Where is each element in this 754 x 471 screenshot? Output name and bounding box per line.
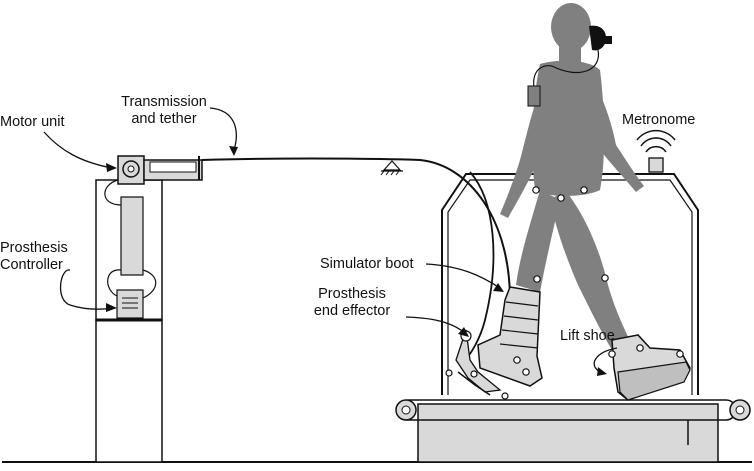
treadmill — [395, 399, 751, 463]
controller-box — [116, 289, 144, 319]
label-end-effector-line1: Prosthesis — [318, 286, 386, 302]
treadmill-base — [417, 403, 719, 463]
respiratory-mask — [527, 25, 612, 107]
gas-analyzer-pack — [527, 85, 541, 107]
label-motor-unit: Motor unit — [0, 114, 65, 130]
label-lift-shoe: Lift shoe — [560, 328, 615, 344]
label-metronome: Metronome — [622, 112, 696, 128]
stand-lower-cabinet — [95, 319, 163, 463]
label-prosthesis-controller: Prosthesis Controller — [0, 240, 68, 274]
mocap-markers — [513, 186, 684, 376]
label-end-effector: Prosthesis end effector — [290, 286, 414, 320]
head — [551, 3, 591, 51]
tether-branch — [464, 171, 495, 361]
label-transmission: Transmission and tether — [104, 94, 224, 128]
human-figure — [500, 3, 644, 350]
motor-drive-unit — [120, 196, 144, 276]
simulator-boot — [477, 286, 543, 387]
lift-shoe — [611, 334, 691, 401]
label-controller-line1: Prosthesis — [0, 240, 68, 256]
pivot-support-icon — [380, 160, 403, 176]
arrowheads — [106, 146, 607, 376]
metronome-icon — [636, 129, 676, 173]
label-transmission-line2: and tether — [131, 111, 197, 127]
label-transmission-line1: Transmission — [121, 94, 207, 110]
label-end-effector-line2: end effector — [313, 303, 391, 319]
motor-stand — [95, 155, 203, 463]
label-controller-line2: Controller — [0, 257, 63, 273]
label-simulator-boot: Simulator boot — [320, 256, 414, 272]
